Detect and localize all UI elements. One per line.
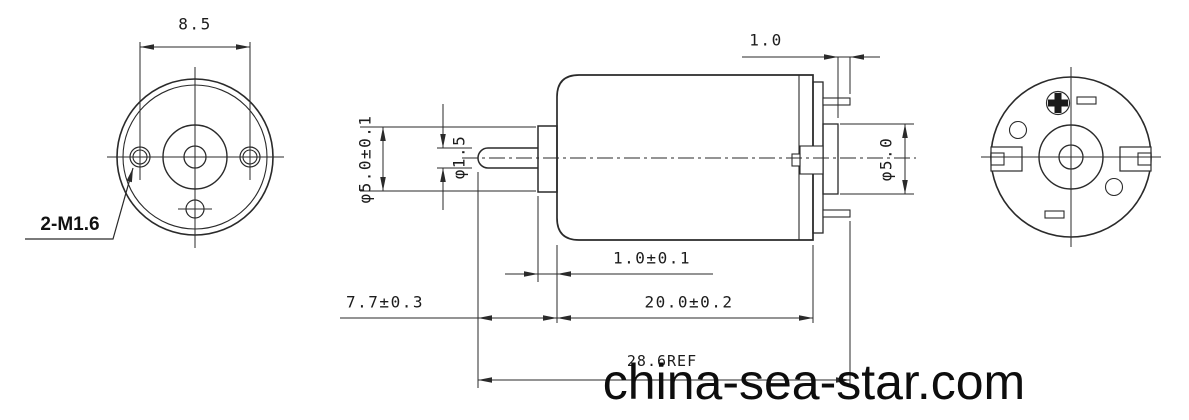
dim-front-boss-diameter: φ5.0±0.1 <box>355 114 375 204</box>
front-view <box>25 42 284 248</box>
dim-terminal-protrusion: 1.0 <box>749 30 783 50</box>
rear-view <box>981 67 1161 247</box>
side-view <box>340 54 916 388</box>
watermark-text: china-sea-star.com <box>602 354 1026 410</box>
dim-front-boss-length: 1.0±0.1 <box>613 248 691 268</box>
dim-body-length: 20.0±0.2 <box>644 292 734 312</box>
dim-overall-length-ref: 28.6REF <box>626 352 698 370</box>
dim-rear-boss-diameter: φ5.0 <box>876 136 896 182</box>
thread-callout: 2-M1.6 <box>40 214 100 235</box>
dim-shaft-extension-length: 7.7±0.3 <box>346 292 424 312</box>
dim-shaft-diameter: φ1.5 <box>449 134 469 180</box>
dim-mount-hole-spacing: 8.5 <box>178 14 212 34</box>
polarity-plus-marker <box>1045 90 1071 116</box>
